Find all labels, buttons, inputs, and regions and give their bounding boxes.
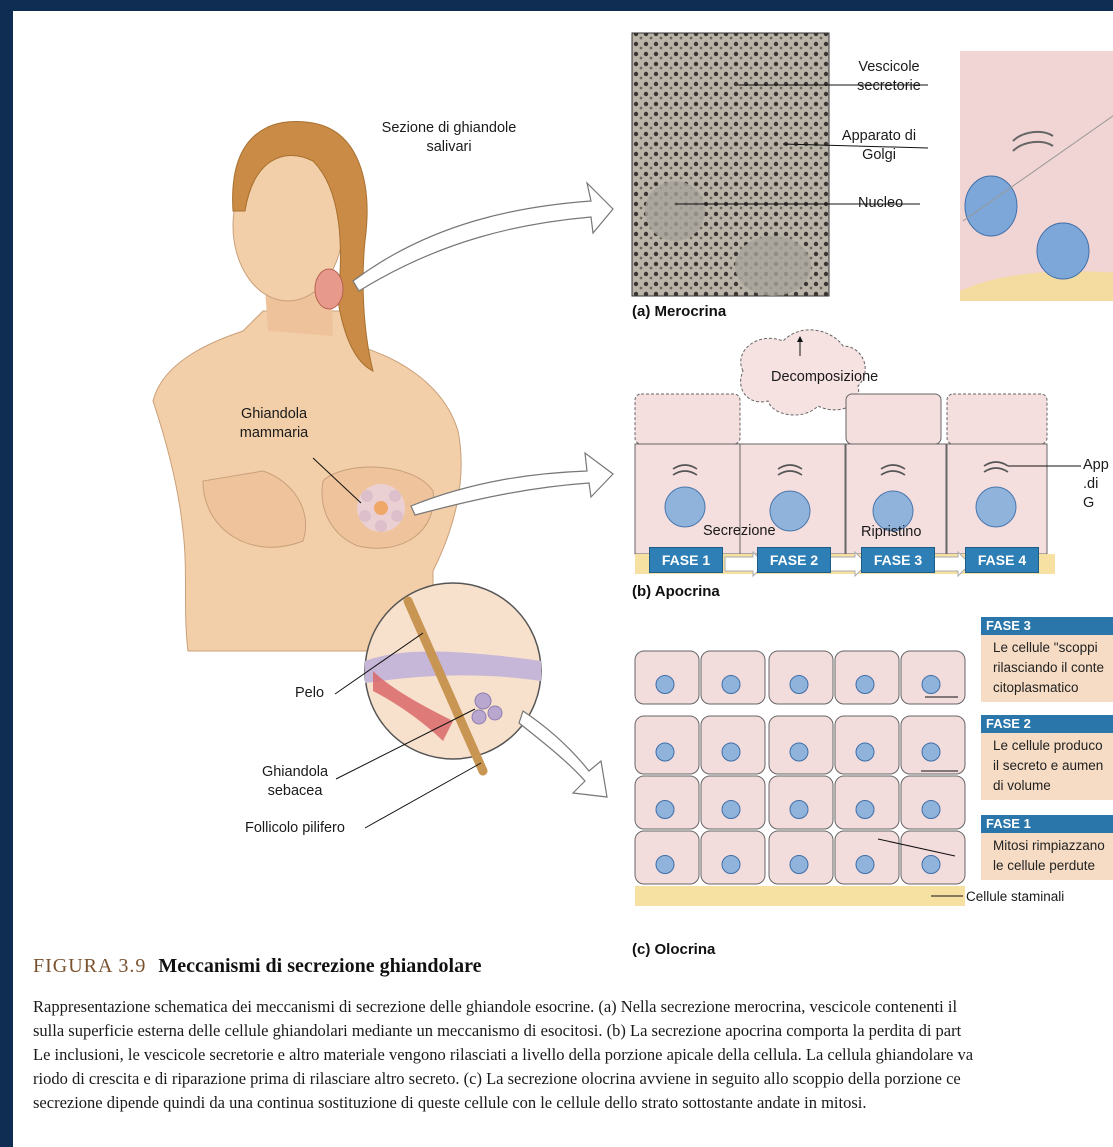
label-stem-cells: Cellule staminali	[966, 887, 1064, 906]
figure-caption: Rappresentazione schematica dei meccanis…	[33, 995, 1113, 1115]
holocrine-nucleus	[856, 801, 874, 819]
holocrine-nucleus	[790, 743, 808, 761]
holocrine-nucleus	[790, 856, 808, 874]
holocrine-nucleus	[856, 743, 874, 761]
phase-3-badge: FASE 3	[861, 547, 935, 573]
caption-line: secrezione dipende quindi da una continu…	[33, 1091, 1113, 1115]
holocrine-nucleus	[656, 856, 674, 874]
label-nucleo: Nucleo	[858, 194, 903, 213]
label-restore: Ripristino	[861, 523, 921, 542]
caption-merocrine: (a) Merocrina	[632, 303, 726, 320]
merocrine-micrograph	[632, 33, 829, 296]
phase-4-badge: FASE 4	[965, 547, 1039, 573]
holocrine-step-3-text: Le cellule "scoppi rilasciando il conte …	[981, 635, 1113, 702]
caption-holocrine: (c) Olocrina	[632, 941, 715, 958]
label-sebaceous: Ghiandola sebacea	[249, 763, 341, 801]
caption-line: Rappresentazione schematica dei meccanis…	[33, 995, 1113, 1019]
label-decomposition: Decomposizione	[771, 368, 878, 387]
holocrine-nucleus	[790, 676, 808, 694]
holocrine-step-3-head: FASE 3	[981, 617, 1113, 635]
woman-figure	[153, 121, 461, 651]
step-2-line-3: di volume	[993, 776, 1113, 796]
phase-2-badge: FASE 2	[757, 547, 831, 573]
apocrine-diagram	[635, 330, 1081, 576]
holocrine-step-2-text: Le cellule produco il secreto e aumen di…	[981, 733, 1113, 800]
holocrine-step-2-head: FASE 2	[981, 715, 1113, 733]
step-3-line-2: rilasciando il conte	[993, 658, 1113, 678]
step-3-line-1: Le cellule "scoppi	[993, 638, 1113, 658]
holocrine-nucleus	[922, 743, 940, 761]
holocrine-nucleus	[722, 856, 740, 874]
holocrine-nucleus	[656, 801, 674, 819]
skin-inset	[365, 583, 541, 771]
label-salivary: Sezione di ghiandole salivari	[379, 119, 519, 157]
holocrine-nucleus	[856, 676, 874, 694]
holocrine-nucleus	[722, 801, 740, 819]
label-follicle: Follicolo pilifero	[245, 819, 345, 838]
step-2-line-2: il secreto e aumen	[993, 756, 1113, 776]
holocrine-step-1-head: FASE 1	[981, 815, 1113, 833]
step-1-line-2: le cellule perdute	[993, 856, 1113, 876]
label-hair: Pelo	[295, 684, 324, 703]
label-secretion: Secrezione	[703, 522, 776, 541]
step-1-line-1: Mitosi rimpiazzano	[993, 836, 1113, 856]
holocrine-nucleus	[922, 856, 940, 874]
textbook-page: Sezione di ghiandole salivari Ghiandola …	[13, 11, 1113, 1147]
page-edge-fade	[1048, 986, 1113, 1126]
label-golgi-apocrine: App .di G	[1083, 456, 1113, 513]
figure-title: FIGURA 3.9 Meccanismi di secrezione ghian…	[33, 955, 481, 978]
holocrine-nucleus	[922, 676, 940, 694]
holocrine-nucleus	[722, 743, 740, 761]
holocrine-nucleus	[856, 856, 874, 874]
figure-number: FIGURA 3.9	[33, 955, 146, 977]
holocrine-step-1-text: Mitosi rimpiazzano le cellule perdute	[981, 833, 1113, 880]
holocrine-nucleus	[722, 676, 740, 694]
step-3-line-3: citoplasmatico	[993, 678, 1113, 698]
phase-1-badge: FASE 1	[649, 547, 723, 573]
caption-line: riodo di crescita e di riparazione prima…	[33, 1067, 1113, 1091]
caption-line: sulla superficie esterna delle cellule g…	[33, 1019, 1113, 1043]
step-2-line-1: Le cellule produco	[993, 736, 1113, 756]
caption-apocrine: (b) Apocrina	[632, 583, 720, 600]
label-vescicole: Vescicole secretorie	[845, 58, 933, 96]
caption-line: Le inclusioni, le vescicole secretorie e…	[33, 1043, 1113, 1067]
figure-heading: Meccanismi di secrezione ghiandolare	[158, 955, 481, 977]
label-golgi: Apparato di Golgi	[835, 127, 923, 165]
holocrine-diagram	[635, 651, 965, 906]
holocrine-nucleus	[656, 743, 674, 761]
label-mammary: Ghiandola mammaria	[219, 405, 329, 443]
holocrine-nucleus	[922, 801, 940, 819]
holocrine-nucleus	[656, 676, 674, 694]
merocrine-schematic	[960, 51, 1113, 301]
holocrine-nucleus	[790, 801, 808, 819]
